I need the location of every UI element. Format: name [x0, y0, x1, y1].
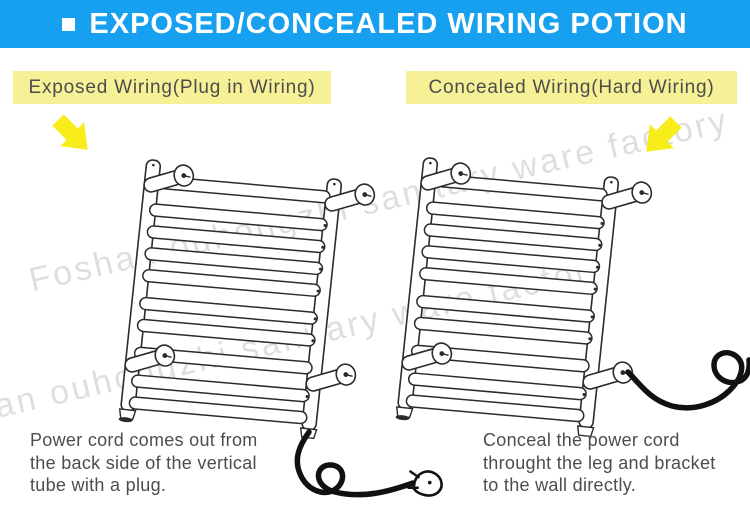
title-banner: EXPOSED/CONCEALED WIRING POTION — [0, 0, 750, 48]
towel-rail — [116, 158, 379, 446]
power-cord — [625, 350, 750, 411]
arrow-down-right-icon — [45, 110, 92, 162]
caption-exposed-wiring: Power cord comes out from the back side … — [30, 430, 258, 495]
power-cord — [294, 429, 416, 498]
power-plug-icon — [407, 469, 443, 497]
label-concealed-wiring: Concealed Wiring(Hard Wiring) — [406, 71, 737, 104]
towel-rail — [393, 156, 656, 444]
diagram-exposed-wiring — [95, 150, 443, 498]
label-exposed-wiring: Exposed Wiring(Plug in Wiring) — [13, 71, 331, 104]
bullet-square-icon — [62, 17, 76, 31]
caption-concealed-wiring: Conceal the power cord throught the leg … — [483, 430, 716, 495]
diagram-concealed-wiring — [378, 148, 750, 520]
page-title: EXPOSED/CONCEALED WIRING POTION — [89, 7, 688, 40]
